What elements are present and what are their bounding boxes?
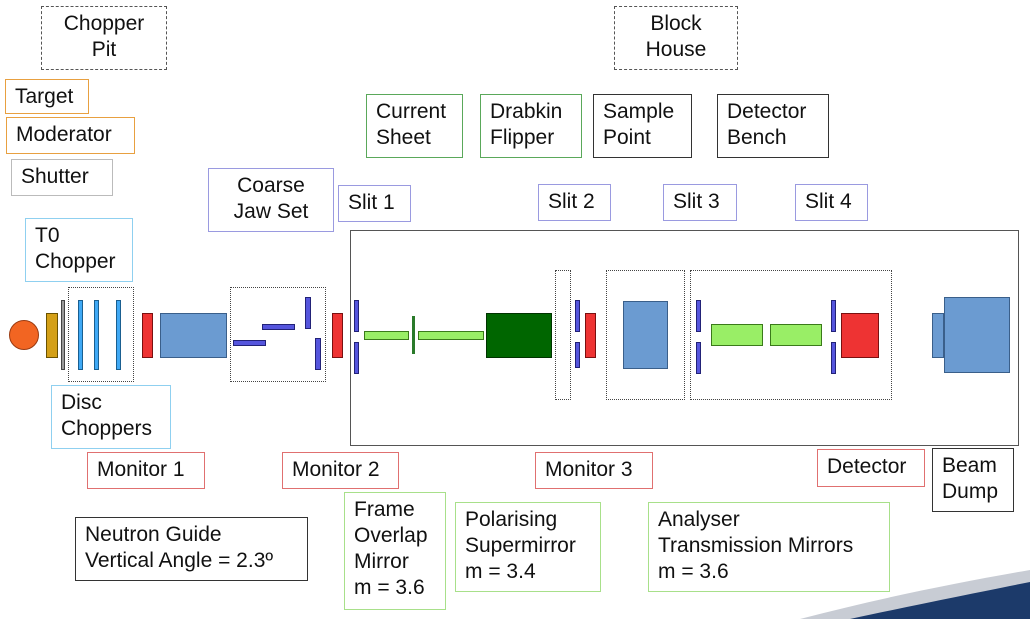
- disc-chopper-2: [94, 300, 99, 370]
- monitor-3-block: [585, 313, 596, 358]
- analyser-mirror-1: [711, 324, 763, 346]
- current-sheet: [412, 316, 415, 354]
- slit-3-upper: [696, 300, 701, 332]
- guide-section: [160, 313, 227, 358]
- corner-decoration: [800, 570, 1030, 619]
- disc-chopper-housing: [68, 287, 134, 382]
- jaw-blade-3: [305, 297, 311, 329]
- detector-block: [841, 313, 879, 358]
- coarse-jaw-housing: [230, 287, 326, 382]
- slit-3-label: Slit 3: [663, 184, 737, 221]
- target-label: Target: [5, 79, 89, 114]
- shutter-label: Shutter: [11, 159, 113, 196]
- monitor-3-label: Monitor 3: [535, 452, 653, 489]
- monitor-2-block: [332, 313, 343, 358]
- beam-dump-front: [932, 313, 944, 358]
- moderator-block: [46, 313, 58, 358]
- jaw-blade-4: [315, 338, 321, 370]
- monitor-1-label: Monitor 1: [87, 452, 205, 489]
- slit-3-lower: [696, 342, 701, 374]
- slit-2-lower: [575, 342, 580, 368]
- slit-1-lower: [354, 342, 359, 374]
- disc-chopper-3: [116, 300, 121, 370]
- slit-2-housing: [555, 270, 571, 400]
- polarising-supermirror: [486, 313, 552, 358]
- slit-1-upper: [354, 300, 359, 332]
- sample-block: [623, 301, 668, 369]
- slit-2-upper: [575, 300, 580, 332]
- slit-4-lower: [831, 342, 836, 374]
- drabkin-mirror: [418, 331, 484, 340]
- sample-point-housing: [606, 270, 685, 400]
- jaw-blade-1: [233, 340, 266, 346]
- slit-1-label: Slit 1: [338, 185, 411, 222]
- shutter-plate: [61, 300, 65, 370]
- slit-4-upper: [831, 300, 836, 332]
- jaw-blade-2: [262, 324, 295, 330]
- monitor-1-block: [142, 313, 153, 358]
- slit-4-label: Slit 4: [795, 184, 868, 221]
- detector-label: Detector: [817, 449, 925, 487]
- moderator-label: Moderator: [6, 117, 135, 154]
- block-house-enclosure: [350, 230, 1019, 446]
- disc-chopper-1: [78, 300, 83, 370]
- frame-overlap-mirror: [364, 331, 409, 340]
- monitor-2-label: Monitor 2: [282, 452, 399, 489]
- analyser-mirror-2: [770, 324, 822, 346]
- detector-bench-housing: [690, 270, 892, 400]
- beam-dump-block: [944, 297, 1010, 373]
- neutron-source: [9, 320, 39, 350]
- slit-2-label: Slit 2: [538, 184, 611, 221]
